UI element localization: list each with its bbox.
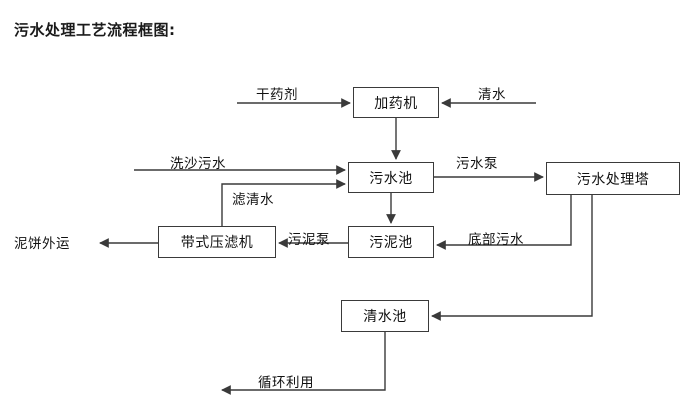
edge-label-filtrate-water: 滤清水 (232, 192, 274, 208)
node-belt-filter-press[interactable]: 带式压滤机 (158, 226, 276, 258)
node-sewage-pool[interactable]: 污水池 (348, 162, 434, 193)
edge-label-clean-water: 清水 (478, 87, 506, 103)
edge-recycling-reuse (221, 332, 386, 395)
page-title: 污水处理工艺流程框图: (14, 21, 176, 39)
edge-label-sludge-pump: 污泥泵 (288, 232, 330, 248)
edge-label-bottom-sewage: 底部污水 (468, 232, 524, 248)
node-treatment-tower[interactable]: 污水处理塔 (546, 162, 680, 195)
node-clear-water-pool[interactable]: 清水池 (341, 300, 429, 332)
node-label: 污泥池 (369, 235, 413, 251)
edge-label-sewage-pump: 污水泵 (456, 156, 498, 172)
terminal-label-mud-cake-outbound: 泥饼外运 (14, 236, 70, 252)
edge-label-dry-reagent: 干药剂 (256, 87, 298, 103)
edge-label-sand-wash-sewage: 洗沙污水 (170, 156, 226, 172)
node-label: 带式压滤机 (180, 235, 254, 251)
node-label: 污水池 (369, 170, 413, 187)
node-dosing-machine[interactable]: 加药机 (353, 87, 439, 118)
edge-tower-to-clear-water (431, 195, 593, 321)
node-sludge-pool[interactable]: 污泥池 (348, 226, 434, 258)
node-label: 清水池 (363, 309, 407, 325)
node-label: 污水处理塔 (576, 171, 650, 188)
terminal-label-recycling-reuse: 循环利用 (258, 375, 314, 391)
node-label: 加药机 (374, 95, 418, 112)
edge-bottom-sewage (436, 195, 572, 250)
edge-filtrate-water (221, 179, 346, 226)
